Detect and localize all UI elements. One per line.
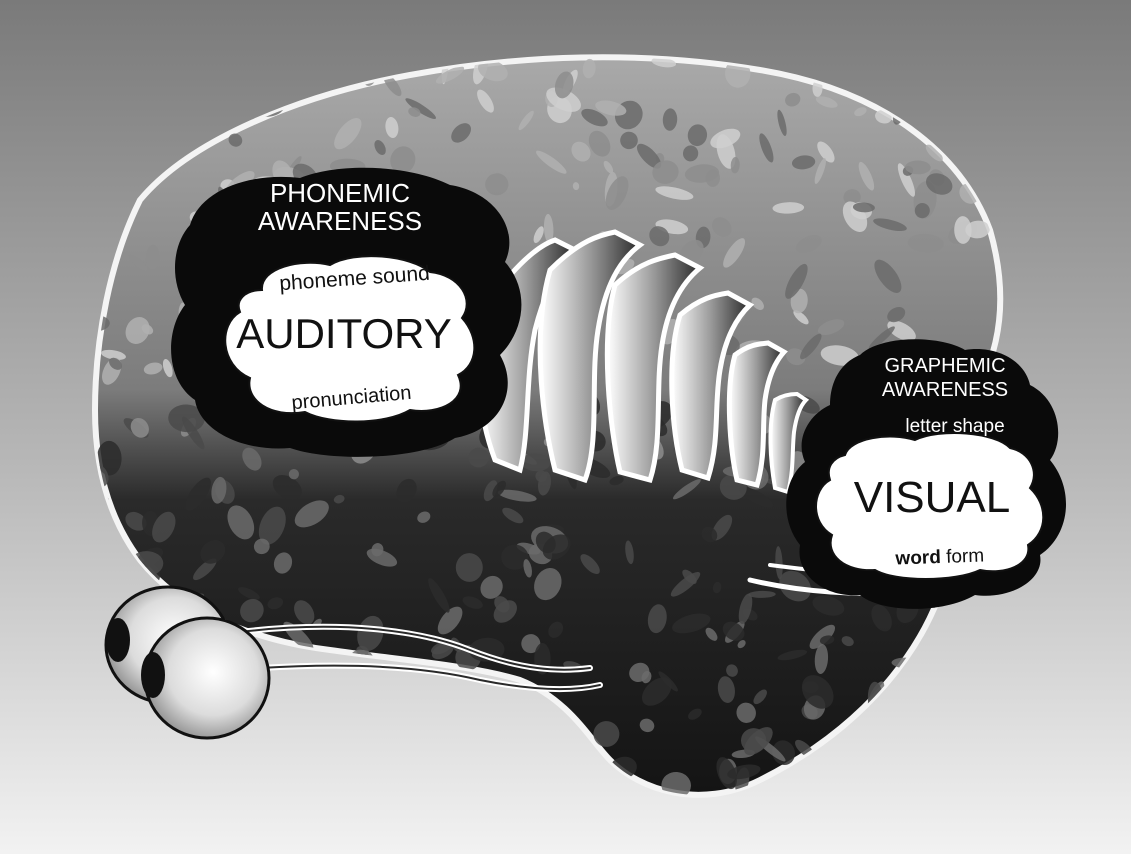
auditory-header-line1: PHONEMIC [270, 178, 410, 208]
visual-header-line2: AWARENESS [882, 379, 1008, 401]
visual-header-line1: GRAPHEMIC [884, 355, 1005, 377]
visual-main-label: VISUAL [854, 473, 1011, 522]
visual-bottom-label-bold: word [894, 547, 941, 570]
visual-top-label: letter shape [905, 416, 1004, 437]
auditory-bubble: PHONEMIC AWARENESS phoneme sound AUDITOR… [171, 168, 521, 457]
auditory-main-label: AUDITORY [236, 310, 452, 357]
visual-bottom-label-rest: form [940, 545, 984, 567]
auditory-header-line2: AWARENESS [258, 206, 422, 236]
visual-bottom-label: word form [894, 545, 984, 569]
